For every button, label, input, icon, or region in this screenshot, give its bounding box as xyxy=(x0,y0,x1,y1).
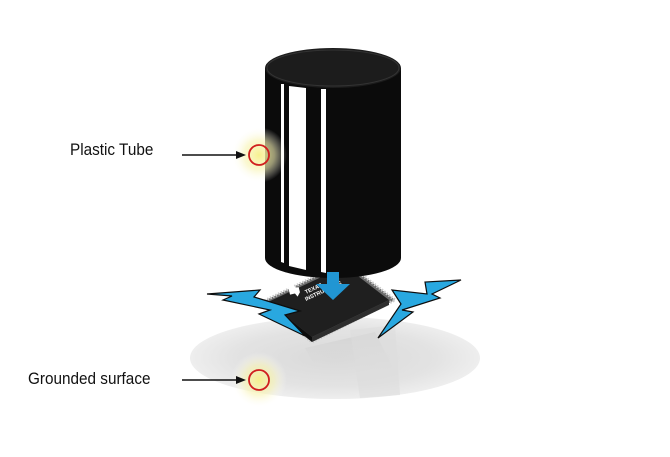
tube-marker-glow xyxy=(231,127,287,183)
right-spark-lightning-bolt xyxy=(377,279,462,339)
left-spark-lightning-bolt xyxy=(206,289,306,337)
tube-leader-arrow xyxy=(182,151,246,159)
ground-marker-glow xyxy=(231,352,287,408)
ti-logo xyxy=(288,284,300,297)
ground-leader-arrow xyxy=(182,376,246,384)
down-arrow-icon xyxy=(316,272,350,300)
plastic-tube-label: Plastic Tube xyxy=(70,140,154,159)
tube-reflection xyxy=(350,325,400,398)
plastic-tube-cylinder xyxy=(265,48,401,278)
ground-callout-circle-icon xyxy=(248,369,270,391)
tube-callout-circle-icon xyxy=(248,144,270,166)
grounded-surface-label: Grounded surface xyxy=(28,369,151,388)
